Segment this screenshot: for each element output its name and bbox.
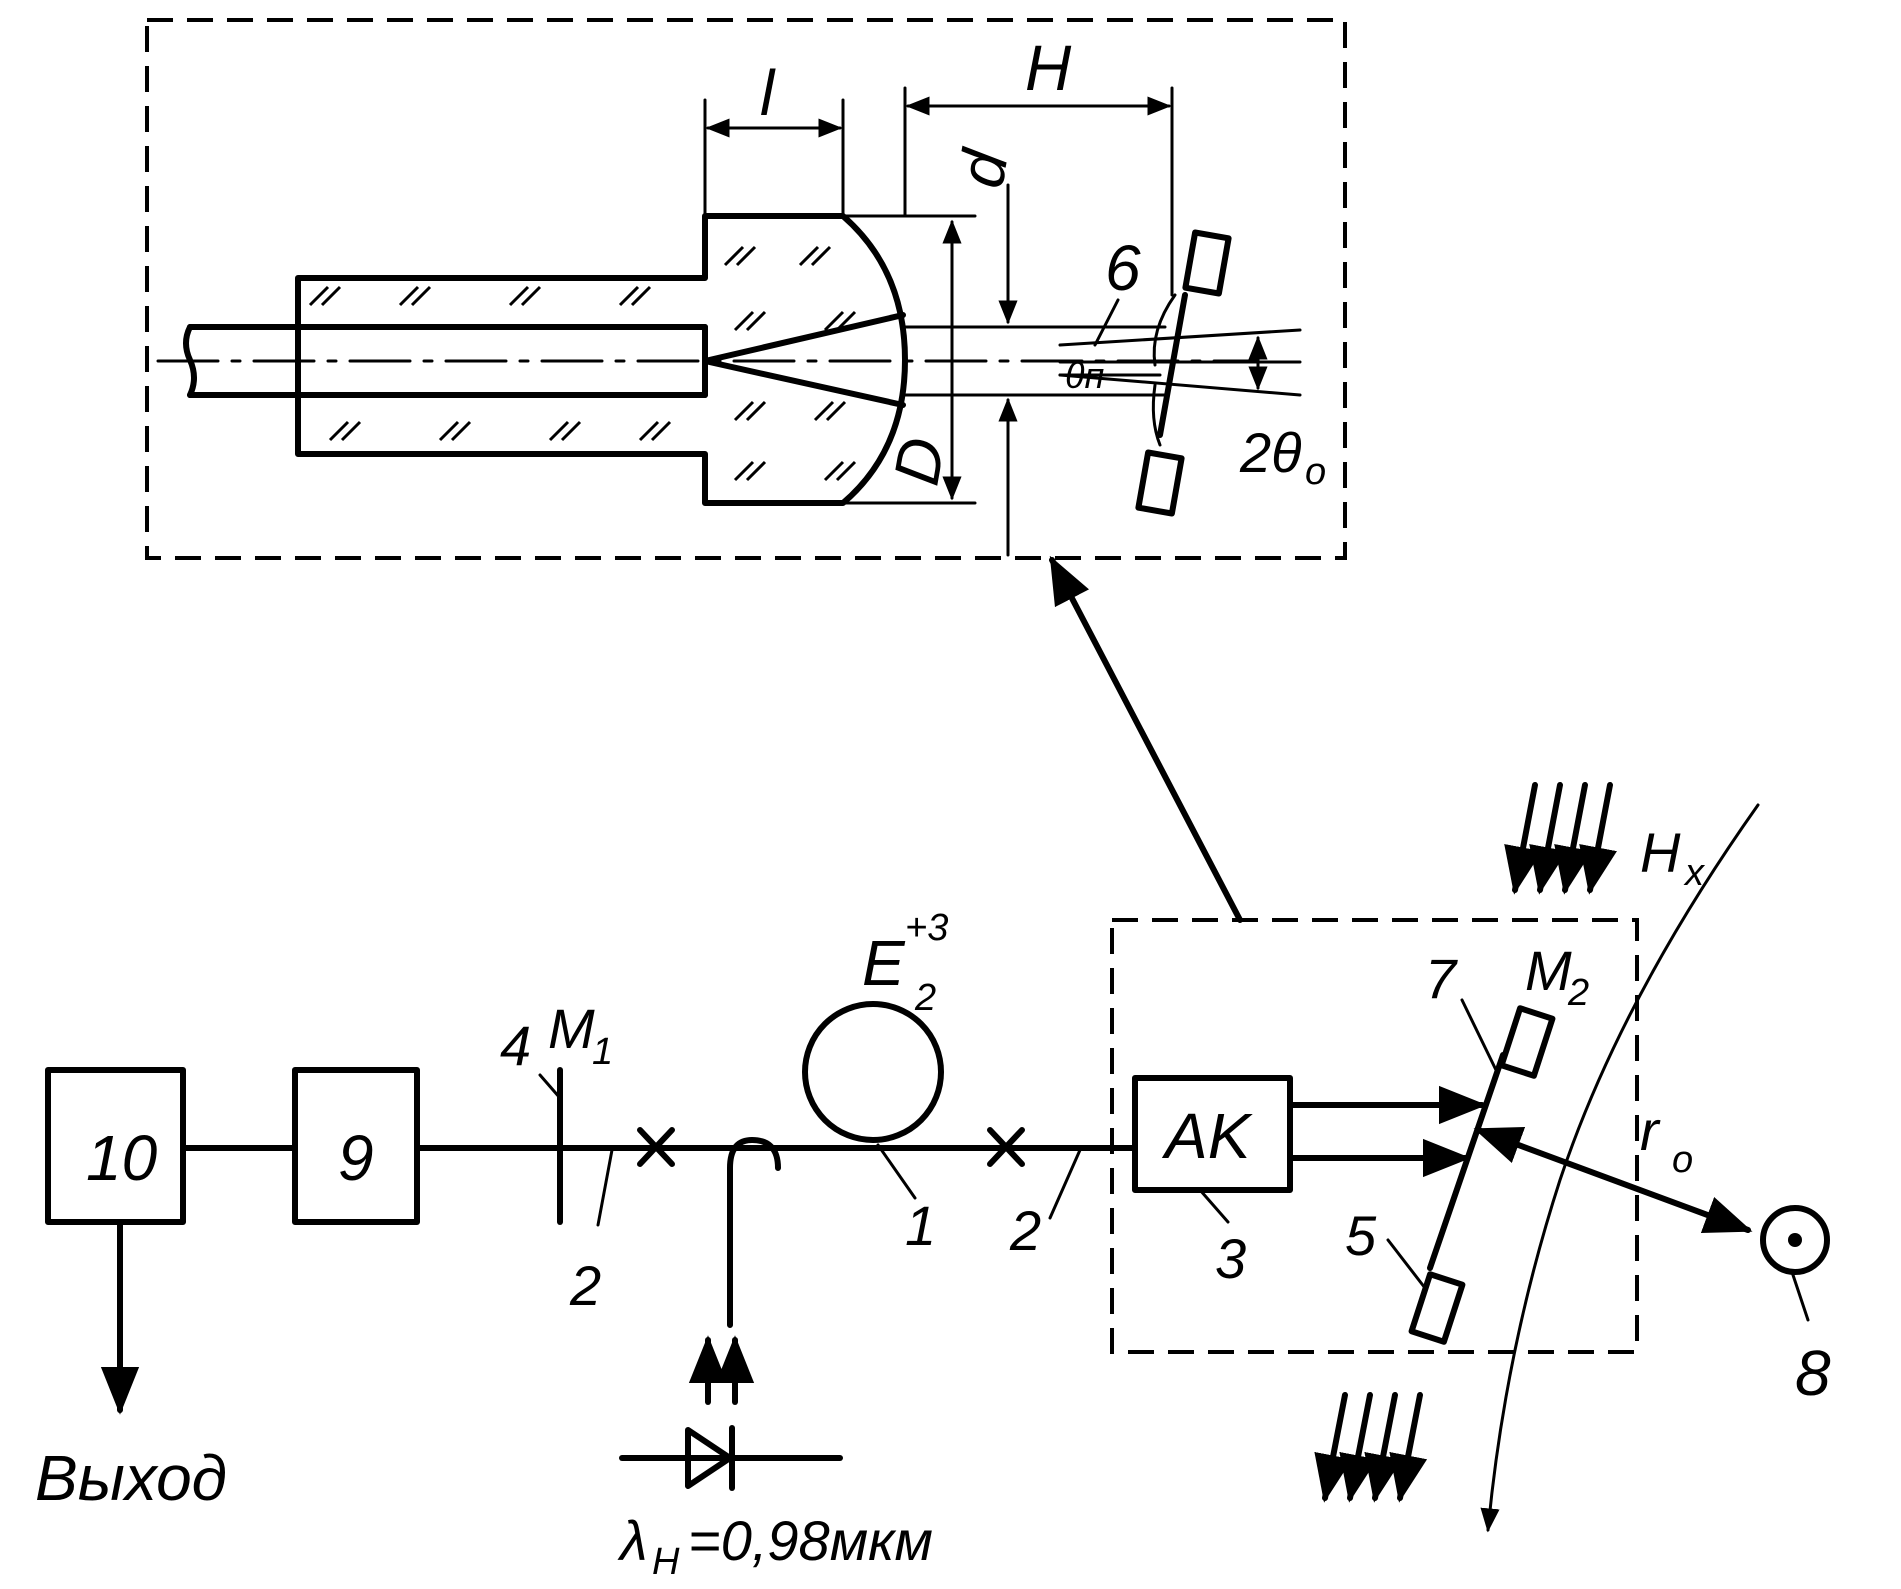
label-hx-sub: x xyxy=(1683,852,1706,894)
ak-block: AK 3 xyxy=(1135,1078,1290,1290)
label-e-sub: 2 xyxy=(914,977,936,1019)
field-arrows-top xyxy=(1515,785,1610,890)
pump-coupler xyxy=(730,1140,778,1325)
label-l: l xyxy=(760,57,776,129)
field-arrows-bottom xyxy=(1325,1395,1420,1498)
label-m1: M xyxy=(548,997,595,1060)
label-two-theta: 2θ xyxy=(1239,421,1302,484)
magnetic-field-line: H x xyxy=(1488,805,1758,1530)
distance-r0: r o xyxy=(1478,1099,1748,1230)
mirror-m1: 4 M 1 xyxy=(500,997,613,1222)
current-source-8: 8 xyxy=(1763,1208,1831,1409)
label-r0: r xyxy=(1640,1099,1661,1162)
block-9-label: 9 xyxy=(338,1122,374,1194)
label-r0-sub: o xyxy=(1672,1139,1693,1181)
pump-arrows xyxy=(708,1340,735,1402)
label-one: 1 xyxy=(905,1194,936,1257)
label-e: E xyxy=(862,927,906,999)
dimension-l: l xyxy=(705,57,843,216)
lambda-value: =0,98мкм xyxy=(688,1509,933,1572)
label-two-theta-sub: o xyxy=(1305,451,1326,493)
dimension-d-small: d xyxy=(945,143,1023,555)
lambda-sub: Н xyxy=(652,1541,680,1583)
erbium-fiber-coil: 1 E +3 2 xyxy=(805,907,948,1257)
mirror-m2: 7 5 M 2 xyxy=(1345,939,1589,1342)
ak-beams xyxy=(1290,1105,1482,1158)
output-label: Выход xyxy=(35,1442,227,1514)
label-three: 3 xyxy=(1215,1227,1246,1290)
label-e-sup: +3 xyxy=(905,907,948,949)
label-six: 6 xyxy=(1105,232,1141,304)
label-d-small: d xyxy=(945,143,1023,193)
laser-diode xyxy=(622,1428,840,1488)
label-two-left: 2 xyxy=(569,1254,601,1317)
label-five: 5 xyxy=(1345,1204,1377,1267)
label-hx: H xyxy=(1640,821,1681,884)
label-m2-sub: 2 xyxy=(1567,972,1589,1014)
label-seven: 7 xyxy=(1425,947,1458,1010)
zoom-arrow xyxy=(1052,560,1240,920)
glass-hatching xyxy=(310,247,855,480)
block-10: 10 xyxy=(48,1070,183,1222)
label-two-right: 2 xyxy=(1009,1199,1041,1262)
label-m2: M xyxy=(1525,939,1572,1002)
block-9: 9 xyxy=(295,1070,417,1222)
block-10-label: 10 xyxy=(86,1122,158,1194)
ak-label: AK xyxy=(1161,1100,1254,1172)
label-h-dimension: H xyxy=(1025,32,1072,104)
label-eight: 8 xyxy=(1795,1337,1831,1409)
label-m1-sub: 1 xyxy=(592,1031,613,1073)
lambda-label: λ xyxy=(617,1509,648,1572)
label-four: 4 xyxy=(500,1014,531,1077)
label-d-large: D xyxy=(880,432,959,490)
label-theta-n: θп xyxy=(1065,355,1105,396)
